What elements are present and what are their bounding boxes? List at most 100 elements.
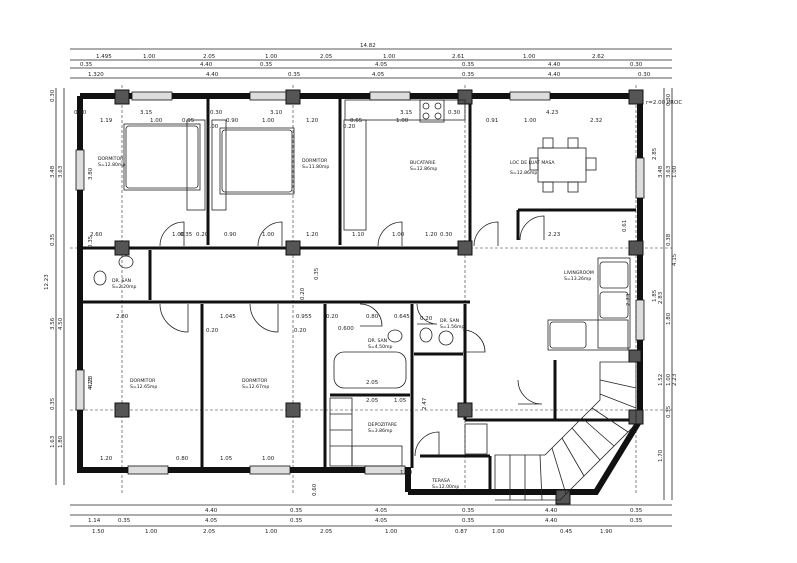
dim-bottom-row3-8: 1.00 [492,529,505,535]
bathtub [333,351,407,389]
dim-bottom-row2-1: 1.14 [88,518,101,524]
dim-right-13: 0.38 [666,233,672,246]
dim-inner2-11: 1.00 [524,118,537,124]
dim-bottom-row3-5: 2.05 [320,529,333,535]
interior-dimension-labels: 3.15 3.10 3.15 0.30 0.30 0.30 4.23 1.19 … [74,110,632,496]
doors [159,215,545,457]
room-label-area: S=12.80mp [98,162,125,168]
dim-left-11: 0.30 [50,89,56,102]
room-label-area: S=1.56mp [440,324,464,330]
dim-top-3: 2.05 [203,54,216,60]
dim-top-row3-7: 0.30 [638,72,651,78]
dim-int-27: 1.00 [262,456,275,462]
dim-bottom-row3-2: 1.00 [145,529,158,535]
dim-int-5: 1.00 [262,232,275,238]
dim-inner-1: 3.15 [140,110,153,116]
dim-top-row3-5: 0.35 [462,72,475,78]
dim-left-2: 3.63 [58,165,64,178]
dim-top-row3-3: 0.35 [288,72,301,78]
dim-inner2-12: 2.32 [590,118,602,124]
room-label-name: DORMITOR [302,158,328,164]
dim-inner2-10: 0.91 [486,118,498,124]
room-label-name: TERASA [431,478,451,484]
dim-top-row2-3: 4.05 [375,62,388,68]
dim-right-3: 2.85 [652,147,658,160]
dim-int-26: 1.05 [220,456,233,462]
dim-int-34: 0.20 [294,328,307,334]
dim-right-11: 2.23 [672,373,678,386]
dim-int-10: 0.35 [314,267,320,280]
dim-top-7: 2.61 [452,54,464,60]
dim-left-4: 4.50 [58,317,64,330]
dim-inner-5: 0.30 [210,110,223,116]
dim-int-16: 0.600 [338,326,354,332]
dim-int-4: 0.90 [224,232,237,238]
dim-bottom-row2-6: 0.35 [462,518,475,524]
dim-int-32: 0.35 [88,235,94,248]
dim-int-35: 1.00 [206,124,219,130]
dim-right-10: 0.35 [666,405,672,418]
bottom-dimensions: 4.40 0.35 4.05 0.35 4.40 0.35 1.14 0.35 … [70,504,672,535]
dim-inner2-7: 0.20 [343,124,356,130]
room-label-area: S=3.86mp [368,428,392,434]
dim-top-row2-6: 0.30 [630,62,643,68]
dim-right-inner: 4.23 [546,110,559,116]
dim-left-9: 1.80 [58,435,64,448]
wardrobe-1 [186,119,206,211]
right-dimensions: 3.48 3.63 2.85 1.00 2.83 1.80 1.52 1.00 … [622,88,678,500]
dim-right-7: 1.52 [658,374,664,386]
toilet-icon [93,270,107,286]
dim-top-row2-2: 0.35 [260,62,273,68]
dim-bottom-row3-9: 0.45 [560,529,573,535]
dim-inner-2: 3.10 [270,110,283,116]
room-label-name: DR. SAN [112,278,131,284]
dim-bottom-row2-4: 0.35 [290,518,303,524]
dim-inner2-8: 0.65 [350,118,363,124]
dim-int-15: 0.20 [326,314,339,320]
left-dimensions: 3.48 3.63 0.35 4.50 3.56 12.23 0.35 4.23… [44,88,94,485]
dim-top-2: 1.00 [143,54,156,60]
dim-int-11: 0.20 [300,287,306,300]
room-label-area: S=2.20mp [112,284,136,290]
room-label-name: DORMITOR [242,378,268,384]
dim-top-6: 1.00 [383,54,396,60]
outer-walls [77,93,643,495]
dim-top-row3-4: 4.05 [372,72,385,78]
room-label-name: DR. SAN [440,318,459,324]
bed-2 [219,127,295,195]
dim-bottom-row3-1: 1.50 [92,529,105,535]
dim-left-8: 4.23 [88,375,94,388]
room-label-area: S=13.26mp [564,276,591,282]
dim-int-22: 2.47 [422,397,428,410]
top-dimensions: 14.82 1.495 1.00 2.05 1.00 2.05 1.00 2.6… [70,43,672,79]
room-label-name: BUCATARIE [410,160,436,166]
storage-shelves [329,397,353,467]
dim-top-row3-2: 4.40 [206,72,219,78]
room-label-area: S=12.67mp [242,384,269,390]
dim-bottom-row2-5: 4.05 [375,518,388,524]
dim-left-3: 0.35 [50,233,56,246]
room-labels: DORMITOR S=12.80mp DORMITOR S=11.80mp BU… [98,156,594,490]
dim-left-1: 3.48 [50,165,56,178]
dim-top-1: 1.495 [96,54,112,60]
room-label-area: S=12.00mp [432,484,459,490]
room-label-area: S=12.65mp [130,384,157,390]
dim-int-29: 0.20 [420,316,433,322]
dim-left-7: 0.35 [50,397,56,410]
dim-right-8: 1.00 [666,373,672,386]
dim-int-12: 2.80 [116,314,129,320]
room-label-name: DORMITOR [130,378,156,384]
dim-top-row3-1: 1.320 [88,72,104,78]
room-label-name: LOC DE LUAT MASA [510,160,555,166]
room-label-name: LIVINGROOM [564,270,594,276]
kitchen-side-counter [343,119,367,231]
dim-int-2: 1.00 [172,232,185,238]
dim-int-36: 0.35 [180,232,193,238]
dim-int-6: 1.20 [306,232,319,238]
bed-1 [123,123,201,191]
dim-int-3: 0.20 [196,232,209,238]
dim-top-row2-4: 0.35 [462,62,475,68]
dim-right-5: 2.83 [658,291,664,304]
dim-bottom-row2-2: 0.35 [118,518,131,524]
